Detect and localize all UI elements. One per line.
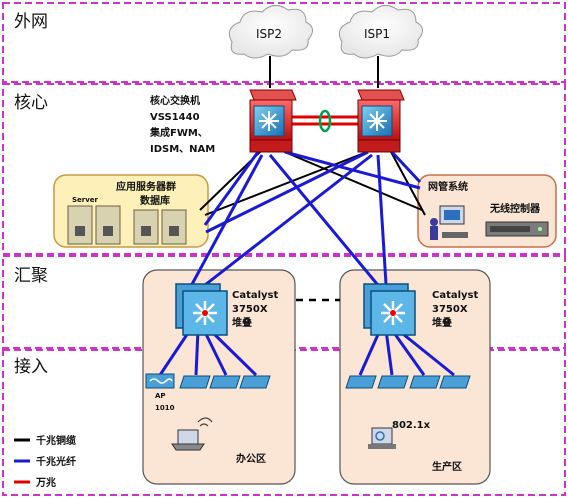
isp2-cloud-icon xyxy=(228,5,313,59)
core-switch-label-1: 核心交换机 xyxy=(150,94,200,107)
server-rack-icon xyxy=(67,205,187,245)
link-core-left-mgmt xyxy=(279,149,423,211)
ap-model-label: 1010 xyxy=(155,404,175,412)
agg-left-label-3: 堆叠 xyxy=(232,316,252,329)
ap-label: AP xyxy=(155,392,166,400)
office-access-switch-icon xyxy=(179,375,271,389)
link-core-left-agg-right xyxy=(268,154,384,291)
fiber-links xyxy=(158,150,455,377)
legend-copper-label: 千兆铜缆 xyxy=(36,434,76,447)
link-core-right-server xyxy=(204,149,373,216)
wireless-controller-label: 无线控制器 xyxy=(489,202,541,215)
zone-aggregation-label: 汇聚 xyxy=(14,266,48,286)
agg-right-switch-icon xyxy=(363,283,416,336)
server-label: Server xyxy=(72,196,99,204)
agg-right-label-1: Catalyst xyxy=(432,290,479,301)
link-core-left-agg-left xyxy=(188,154,264,289)
auth-label: 802.1x xyxy=(392,420,431,431)
wireless-controller-icon xyxy=(485,221,549,237)
link-agg-left-ap xyxy=(158,329,192,376)
laptop-wireless-icon xyxy=(171,417,213,451)
zone-access-label: 接入 xyxy=(14,357,48,377)
link-core-right-server-fiber xyxy=(205,150,369,234)
agg-right-label-3: 堆叠 xyxy=(432,316,452,329)
server-group-subtitle: 数据库 xyxy=(140,194,170,207)
core-switch-right-icon xyxy=(357,89,405,153)
agg-left-label-2: 3750X xyxy=(232,304,268,315)
link-agg-left-sw3 xyxy=(202,329,228,376)
isp2-label: ISP2 xyxy=(256,27,282,41)
mgmt-title: 网管系统 xyxy=(428,180,468,193)
office-area-label: 办公区 xyxy=(236,452,266,465)
zone-outer-label: 外网 xyxy=(14,12,48,32)
agg-right-label-2: 3750X xyxy=(432,304,468,315)
legend-fiber-label: 千兆光纤 xyxy=(36,455,76,468)
core-link-bundle-icon xyxy=(318,109,332,133)
core-switch-label-3: 集成FWM、 xyxy=(149,126,208,139)
link-core-right-mgmt xyxy=(389,149,426,216)
agg-left-label-1: Catalyst xyxy=(232,290,279,301)
ten-gig-links xyxy=(290,109,360,133)
link-core-left-server-fiber xyxy=(203,151,260,226)
legend: 千兆铜缆 千兆光纤 万兆 xyxy=(14,434,76,489)
copper-links xyxy=(199,149,426,216)
link-agg-right-sw3 xyxy=(390,329,426,376)
isp1-cloud-icon xyxy=(338,5,423,59)
agg-left-switch-icon xyxy=(175,283,228,336)
production-area-label: 生产区 xyxy=(432,460,462,473)
link-agg-left-sw2 xyxy=(194,329,200,376)
link-core-right-mgmt-fiber xyxy=(390,150,422,184)
link-core-right-agg-left xyxy=(195,153,373,294)
core-switch-label-2: VSS1440 xyxy=(150,112,200,123)
access-ap-icon xyxy=(145,373,175,389)
server-group-title: 应用服务器群 xyxy=(116,180,176,193)
link-agg-right-sw4 xyxy=(397,328,455,377)
legend-10g-label: 万兆 xyxy=(35,476,56,489)
link-agg-left-sw4 xyxy=(208,328,258,377)
isp1-label: ISP1 xyxy=(364,27,390,41)
zone-core-band xyxy=(2,83,566,255)
auth-terminal-icon xyxy=(368,427,396,449)
core-switch-left-icon xyxy=(249,89,297,153)
core-switch-label-4: IDSM、NAM xyxy=(150,144,215,155)
zone-core-label: 核心 xyxy=(14,93,48,113)
link-core-right-agg-right xyxy=(376,154,388,285)
link-agg-right-sw2 xyxy=(384,329,394,376)
link-agg-right-sw1 xyxy=(358,329,382,376)
zone-outer-band xyxy=(2,2,566,83)
production-access-switch-icon xyxy=(345,375,471,389)
workstation-icon xyxy=(430,205,468,240)
